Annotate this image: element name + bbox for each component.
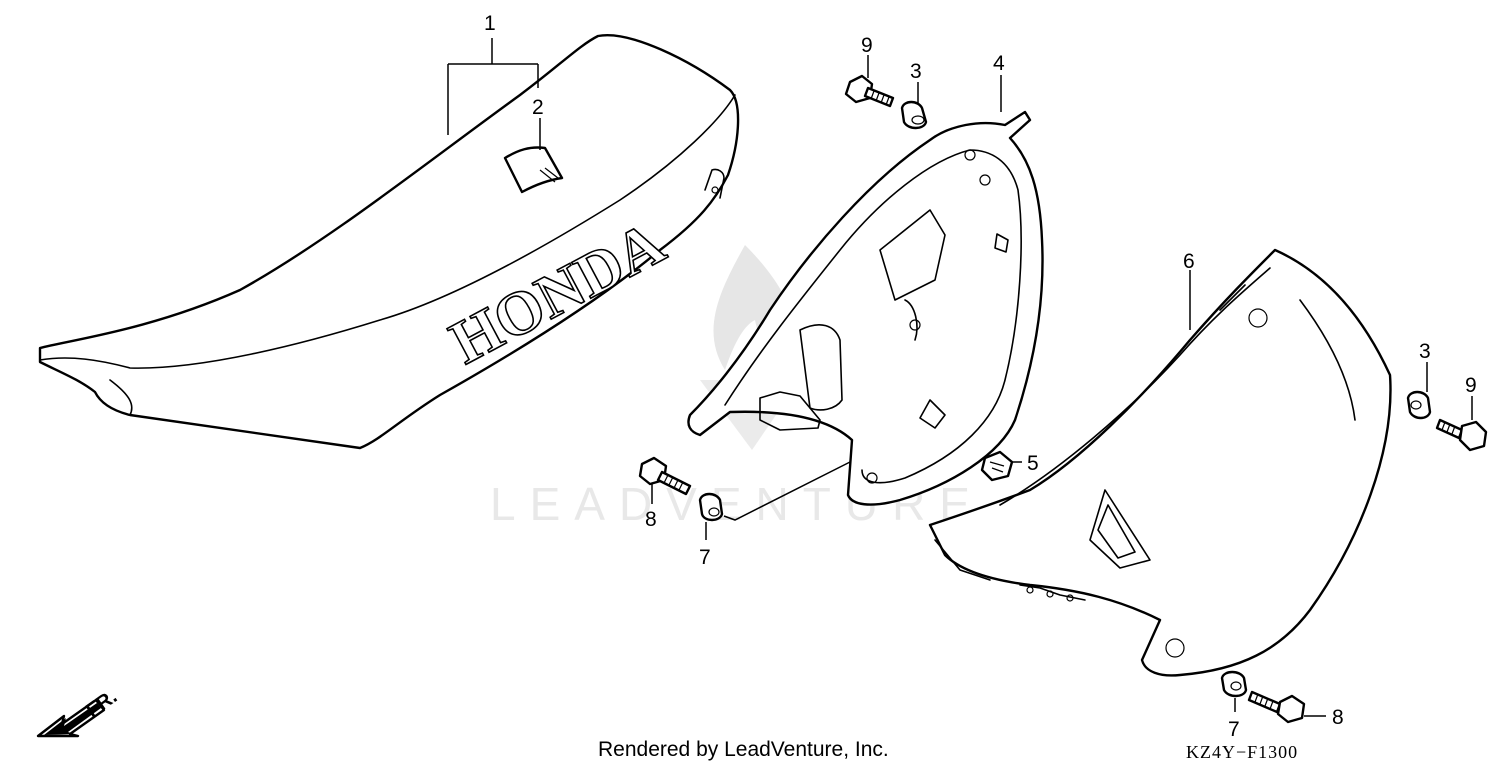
- callout-6: 6: [1183, 250, 1195, 273]
- callout-3-top: 3: [910, 60, 922, 83]
- bolt-9-top: [844, 74, 895, 108]
- front-direction-indicator: FR.: [36, 686, 121, 738]
- collar-7-left: [698, 492, 724, 522]
- callout-labels: 1 2 3 4 5 6 7 7 8 8 9 3 9: [484, 12, 1477, 741]
- callout-7-bottom: 7: [1228, 718, 1240, 741]
- seat-label-part: [503, 146, 564, 194]
- callout-4: 4: [993, 52, 1005, 75]
- side-cover-outer: [928, 248, 1392, 677]
- bolt-8-bottom: [1247, 690, 1306, 724]
- rendered-by-credit: Rendered by LeadVenture, Inc.: [598, 738, 889, 761]
- callout-5: 5: [1027, 452, 1039, 475]
- collar-7-bottom: [1220, 670, 1248, 698]
- collar-3-top: [900, 100, 928, 130]
- side-cover-inner: [687, 110, 1044, 506]
- leader-lines: [447, 38, 1473, 717]
- callout-8-bottom: 8: [1332, 706, 1344, 729]
- bolt-8-left: [638, 456, 692, 496]
- diagram-code: KZ4Y−F1300: [1186, 742, 1298, 762]
- bolt-9-right: [1435, 418, 1488, 452]
- callout-9-right: 9: [1465, 374, 1477, 397]
- callout-1: 1: [484, 12, 496, 35]
- callout-7-left: 7: [699, 546, 711, 569]
- callout-3-right: 3: [1419, 340, 1431, 363]
- collar-3-right: [1406, 390, 1432, 420]
- seat: HONDA: [38, 34, 740, 450]
- callout-9-top: 9: [861, 34, 873, 57]
- callout-2: 2: [532, 96, 544, 119]
- nut-5: [980, 450, 1014, 482]
- callout-8-left: 8: [645, 508, 657, 531]
